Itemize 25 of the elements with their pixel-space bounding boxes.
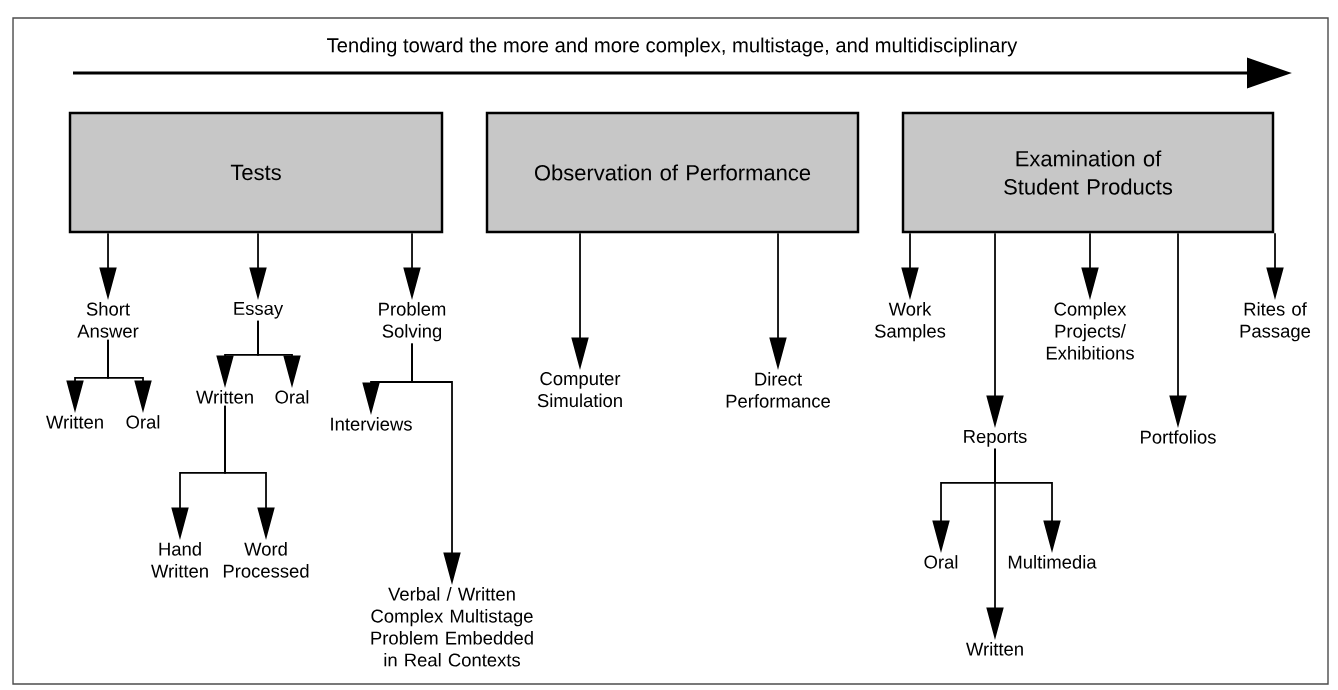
branch-label: Oral [126,415,160,429]
branch-label: Short Answer [77,302,139,338]
branch-label: Hand Written [151,542,208,578]
branch-label: Portfolios [1141,430,1216,444]
direction-caption: Tending toward the more and more complex, multistage, and multidisciplinary [327,37,1018,57]
category-box: Tests [68,111,444,234]
branch-label: Oral [924,555,958,569]
branch-label: Word Processed [223,542,309,578]
branch-label: Verbal / Written Complex Multistage Problem Embedded in Real Contexts [371,587,533,667]
branch-label: Interviews [331,417,412,431]
category-box: Examination of Student Products [901,111,1275,234]
branch-label: Problem Solving [379,302,446,342]
branch-label: Written [196,390,253,404]
branch-label: Written [966,642,1023,656]
branch-label: Rites of Passage [1240,302,1311,342]
branch-label: Direct Performance [726,372,830,408]
branch-label: Work Samples [874,302,946,342]
category-box: Observation of Performance [485,111,860,234]
branch-label: Oral [275,390,309,404]
branch-label: Essay [234,302,284,319]
branch-label: Computer Simulation [537,372,622,408]
branch-label: Reports [964,430,1027,447]
branch-label: Complex Projects/ Exhibitions [1046,302,1134,360]
branch-label: Multimedia [1008,555,1097,569]
branch-label: Written [46,415,103,429]
